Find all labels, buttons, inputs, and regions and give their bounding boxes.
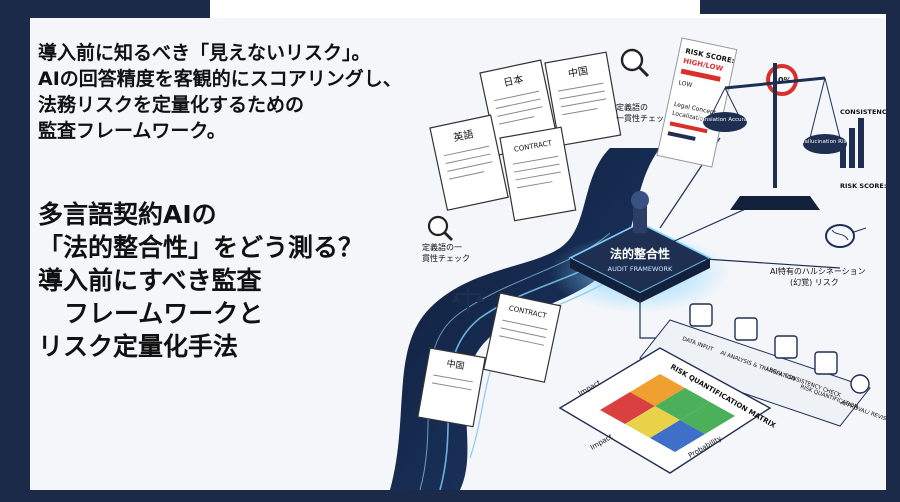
doc-contract-low: CONTRACT [483,292,562,383]
flow-step-1-icon [689,303,713,327]
flow-step-2-icon [734,317,758,341]
hub-stamp-knob [631,191,649,209]
headline-line-5: リスク定量化手法 [38,332,239,361]
doc-chinese-top-label: 中国 [567,64,589,80]
headline: 多言語契約AIの 「法的整合性」をどう測る？ 導入前にすべき監査 フレームワーク… [38,198,418,363]
slide-canvas: 導入前に知るべき「見えないリスク」。 AIの回答精度を客観的にスコアリングし、 … [30,18,886,490]
doc-contract-top: CONTRACT [499,126,577,222]
check-top-line-2: 一貫性チェック [616,113,672,123]
flow-step-4-icon [814,351,838,375]
ai-hallucination-line-1: AI特有のハルシネーション [770,266,866,276]
doc-chinese-low: 中国 [417,347,486,428]
consistency-label: CONSISTENCY % [840,108,886,116]
doc-english: 英語 [429,114,509,211]
doc-chinese-low-label: 中国 [446,357,466,372]
doc-english-label: 英語 [452,127,474,144]
audit-hub: 法的整合性 AUDIT FRAMEWORK [568,191,712,303]
arrow-hub-to-ai [689,257,841,269]
frame-right-bar [886,0,900,502]
risk-score-bar [680,68,721,82]
balance-scale: Translation Accuracy Hallucination Risk [696,63,850,210]
hub-title: 法的整合性 [610,246,670,261]
flow-steps: DATA INPUT AI ANALYSIS & TRANSLATION LEG… [639,303,886,427]
audit-framework-illustration: 日本 中国 英語 CONTRACT [370,18,886,490]
check-left-line-1: 定義語の一 [422,242,462,252]
headline-line-2: 「法的整合性」をどう測る？ [38,233,364,262]
check-left-line-2: 貫性チェック [422,253,470,263]
scale-left-label: Translation Accuracy [696,117,755,123]
lead-line-3: 法務リスクを定量化するための [38,94,305,116]
risk-score-panel: RISK SCORE: HIGH/LOW LOW Legal Concept L… [656,37,738,168]
doc-japanese-label: 日本 [502,72,524,89]
gauge-percent: 30% [772,76,791,85]
matrix-axis-impact-bottom: Impact [589,433,614,452]
hub-subtitle: AUDIT FRAMEWORK [608,265,673,273]
doc-chinese-top: 中国 [544,51,622,147]
lead-text: 導入前に知るべき「見えないリスク」。 AIの回答精度を客観的にスコアリングし、 … [38,40,438,144]
frame-bottom-bar [0,490,900,502]
consistency-chart: CONSISTENCY % RISK SCORE: % [840,108,886,190]
flow-step-3-icon [774,335,798,359]
scale-right-label: Hallucination Risk [800,139,850,145]
ai-hallucination-line-2: (幻覚) リスク [790,277,839,287]
check-top-line-1: 定義語の [616,102,648,112]
risk-score-bottom: RISK SCORE: % [840,182,886,190]
frame-top-bar [0,0,210,18]
magnifier-icon-top [620,48,650,78]
headline-line-3: 導入前にすべき監査 [38,266,262,295]
lead-line-4: 監査フレームワーク。 [38,120,226,142]
risk-low-label: LOW [678,79,693,89]
ai-brain-icon [825,224,867,248]
frame-top-right-bar [700,0,900,14]
balance-icon-small [452,288,484,314]
flow-step-5-icon [850,374,870,394]
headline-line-1: 多言語契約AIの [38,200,217,229]
lead-line-2: AIの回答精度を客観的にスコアリングし、 [38,68,402,90]
frame-left-bar [0,0,30,502]
hub-stamp-handle [633,203,647,233]
magnifier-icon-left [427,215,453,241]
headline-line-4: フレームワークと [64,299,264,328]
lead-line-1: 導入前に知るべき「見えないリスク」。 [38,42,371,64]
